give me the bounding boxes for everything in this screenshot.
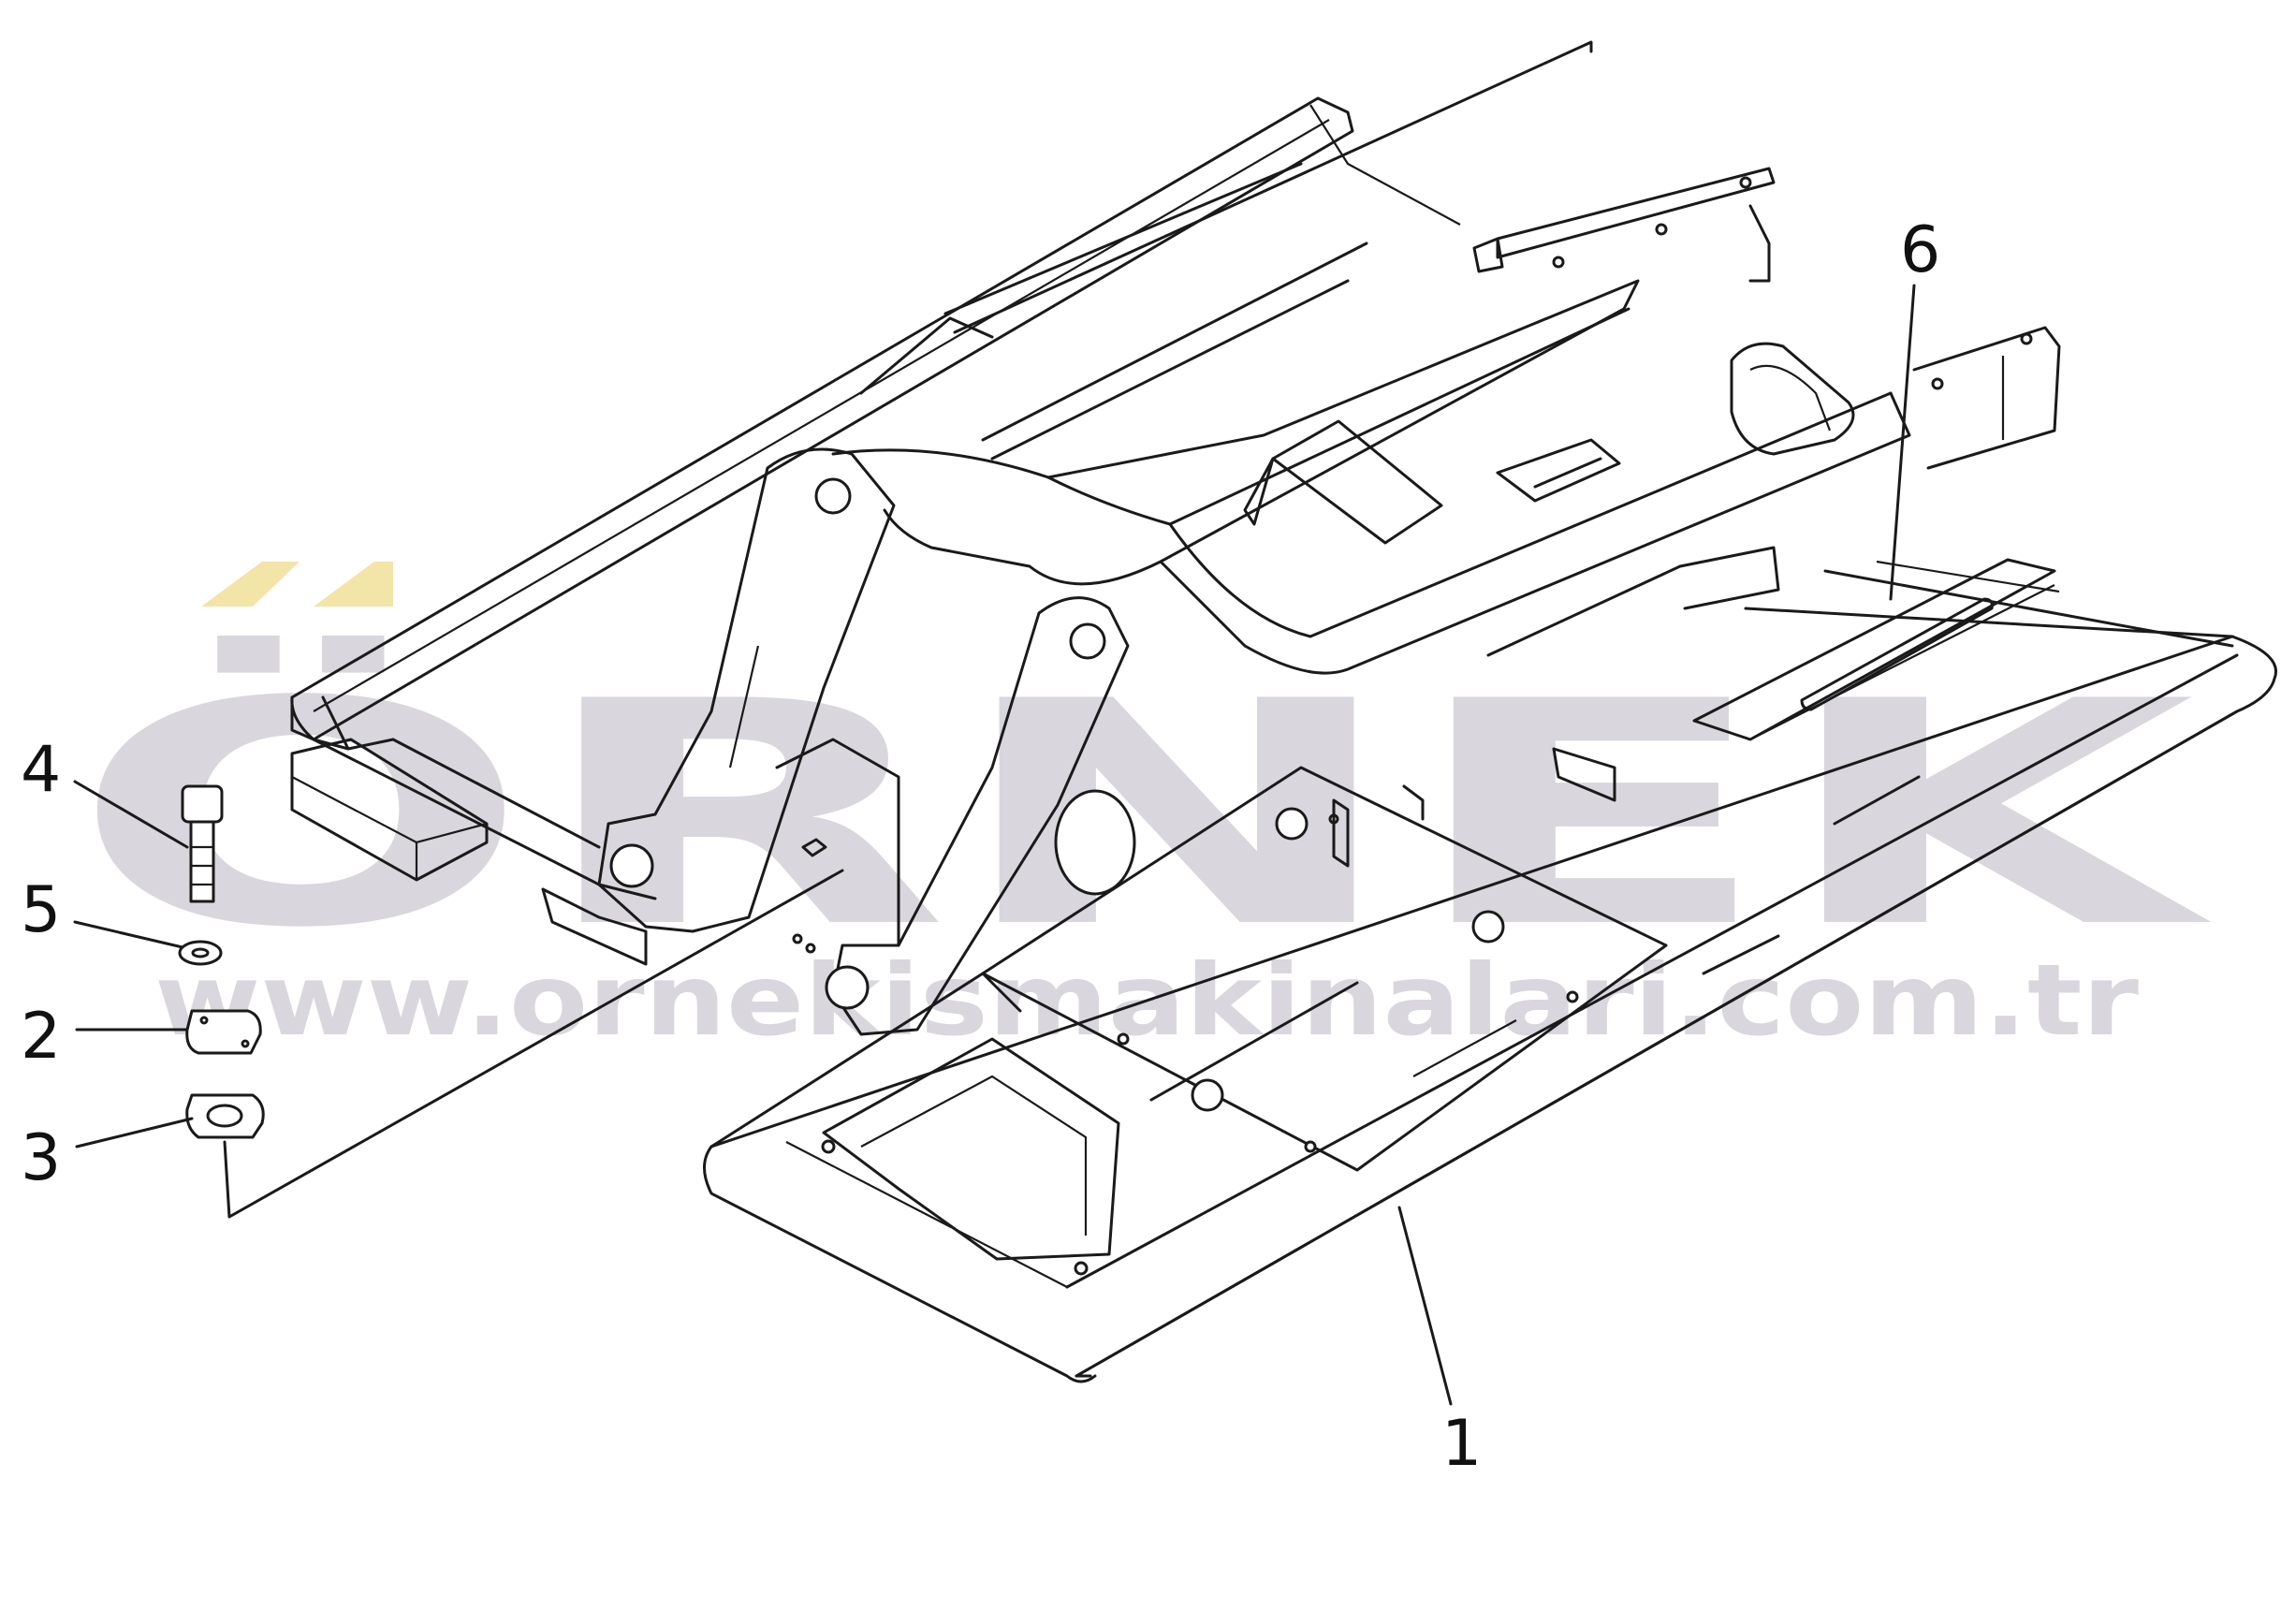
callout-5: 5 <box>21 873 61 947</box>
callout-3: 3 <box>21 1121 61 1195</box>
bolt-part <box>181 784 224 903</box>
left-rail <box>290 96 1354 741</box>
frame-drawing <box>290 40 2277 1383</box>
callout-2: 2 <box>21 1000 61 1074</box>
watermark: ÖRNEK www.ornekismakinalari.com.tr <box>70 562 2215 1058</box>
left-slab <box>290 738 489 882</box>
callout-4: 4 <box>21 733 61 807</box>
floor-plate <box>981 766 1668 1172</box>
slotted-plate <box>1692 558 2056 741</box>
saddle <box>1730 342 1855 456</box>
callout-1: 1 <box>1441 1407 1482 1481</box>
watermark-accent-left <box>201 562 300 607</box>
left-pivot-arm <box>597 447 896 933</box>
boom-body <box>831 279 1640 586</box>
cylinder-mount <box>1271 419 1443 545</box>
cover-part <box>185 1009 262 1055</box>
callout-6: 6 <box>1900 213 1940 287</box>
callouts: 1 6 4 5 2 3 <box>21 213 1940 1481</box>
watermark-accent-right <box>314 562 393 607</box>
seat-tray <box>822 1037 1120 1261</box>
loose-parts <box>178 784 844 1219</box>
watermark-brand: ÖRNEK <box>70 633 2215 995</box>
upper-bracket <box>1496 167 1776 259</box>
right-rail <box>709 635 2277 1378</box>
